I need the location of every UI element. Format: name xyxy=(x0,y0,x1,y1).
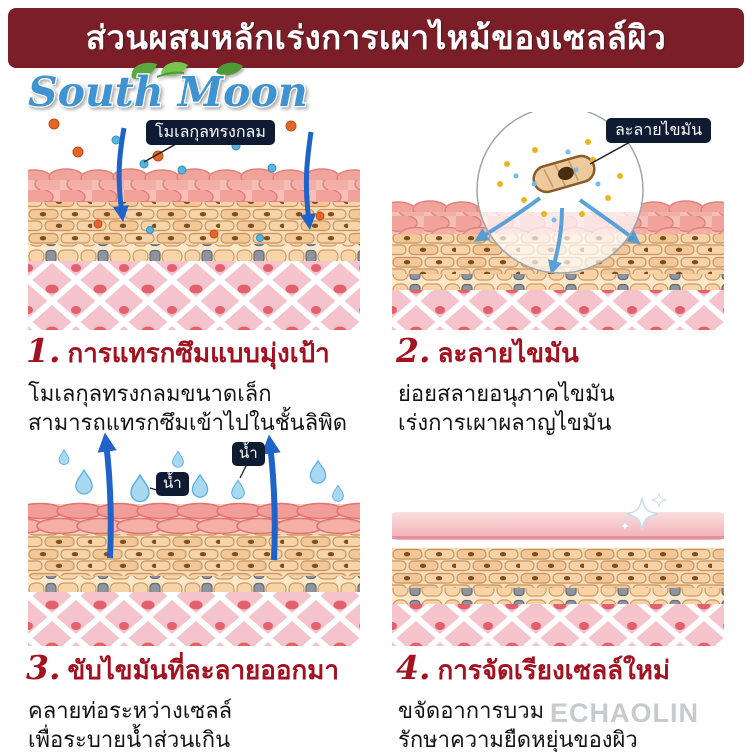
dissolve-particles xyxy=(497,139,623,223)
skin-layers xyxy=(392,548,724,646)
banner-title: ส่วนผสมหลักเร่งการเผาไหม้ของเซลล์ผิว xyxy=(85,19,667,56)
step-3-number: 3. xyxy=(26,648,61,687)
step-3-caption: 3. ขับไขมันที่ละลายออกมา คลายท่อระหว่างเ… xyxy=(26,648,378,752)
fat-capsule xyxy=(532,154,596,194)
step-4-caption: 4. การจัดเรียงเซลล์ใหม่ ขจัดอาการบวม รัก… xyxy=(396,648,748,752)
step-2-desc-line-1: ย่อยสลายอนุภาคไขมัน xyxy=(398,381,615,406)
step-4-number: 4. xyxy=(396,648,431,687)
skin-diagram-3 xyxy=(0,432,384,646)
step-4-desc-line-1: ขจัดอาการบวม xyxy=(398,698,545,723)
brand-logo: South Moon xyxy=(20,60,360,118)
step-3-desc-line-1: คลายท่อระหว่างเซลล์ xyxy=(28,698,233,723)
smooth-skin-band xyxy=(388,512,728,540)
skin-layers xyxy=(380,200,736,330)
step-1-number: 1. xyxy=(26,331,61,370)
penetration-arrows xyxy=(112,127,316,230)
step-2-title: ละลายไขมัน xyxy=(437,338,579,368)
step-1-desc-line-1: โมเลกุลทรงกลมขนาดเล็ก xyxy=(28,381,272,406)
step-3-desc-line-2: เพื่อระบายน้ำส่วนเกิน xyxy=(28,727,231,752)
water-droplets xyxy=(58,449,344,503)
step-4-desc-line-2: รักษาความยืดหยุ่นของผิว xyxy=(398,727,638,752)
step-2-caption: 2. ละลายไขมัน ย่อยสลายอนุภาคไขมัน เร่งกา… xyxy=(396,331,748,437)
watermark-text: ECHAOLIN xyxy=(550,698,699,728)
panel-2-illustration: ละลายไขมัน xyxy=(380,106,736,330)
molecule-callout-label: โมเลกุลทรงกลม xyxy=(146,120,275,146)
brand-logo-text: South Moon xyxy=(28,68,308,116)
panel-4-illustration xyxy=(388,428,728,646)
skin-layers xyxy=(16,168,372,330)
up-arrows xyxy=(97,432,281,561)
water-callout-label-2: น้ำ xyxy=(232,442,265,466)
callout-pointer xyxy=(589,141,631,165)
step-1-description: โมเลกุลทรงกลมขนาดเล็ก สามารถแทรกซึมเข้าไ… xyxy=(28,379,378,437)
step-1-desc-line-2: สามารถแทรกซึมเข้าไปในชั้นลิพิด xyxy=(28,410,347,436)
step-3-description: คลายท่อระหว่างเซลล์ เพื่อระบายน้ำส่วนเกิ… xyxy=(28,696,378,752)
leaf-icon xyxy=(131,61,243,80)
step-2-desc-line-2: เร่งการเผาผลาญไขมัน xyxy=(398,410,612,436)
step-3-title: ขับไขมันที่ละลายออกมา xyxy=(67,655,340,685)
skin-layers xyxy=(0,502,384,646)
dissolve-callout-label: ละลายไขมัน xyxy=(606,118,712,144)
dispersal-arrows xyxy=(473,196,641,275)
callout-pointer xyxy=(143,143,177,163)
panel-3-illustration: น้ำ น้ำ xyxy=(0,428,384,646)
step-4-description: ขจัดอาการบวม รักษาความยืดหยุ่นของผิว xyxy=(398,696,748,752)
step-1-caption: 1. การแทรกซึมแบบมุ่งเป้า โมเลกุลทรงกลมขน… xyxy=(26,331,378,437)
skin-diagram-4 xyxy=(388,492,728,646)
skin-diagram-2 xyxy=(380,106,736,330)
step-2-number: 2. xyxy=(396,331,431,370)
panel-1-illustration: โมเลกุลทรงกลม xyxy=(16,112,372,330)
step-4-title: การจัดเรียงเซลล์ใหม่ xyxy=(437,655,671,685)
header-banner: ส่วนผสมหลักเร่งการเผาไหม้ของเซลล์ผิว xyxy=(8,8,744,68)
skin-diagram-1 xyxy=(16,118,372,330)
step-1-title: การแทรกซึมแบบมุ่งเป้า xyxy=(67,338,330,368)
step-2-description: ย่อยสลายอนุภาคไขมัน เร่งการเผาผลาญไขมัน xyxy=(398,379,748,437)
water-callout-label-1: น้ำ xyxy=(156,472,189,496)
